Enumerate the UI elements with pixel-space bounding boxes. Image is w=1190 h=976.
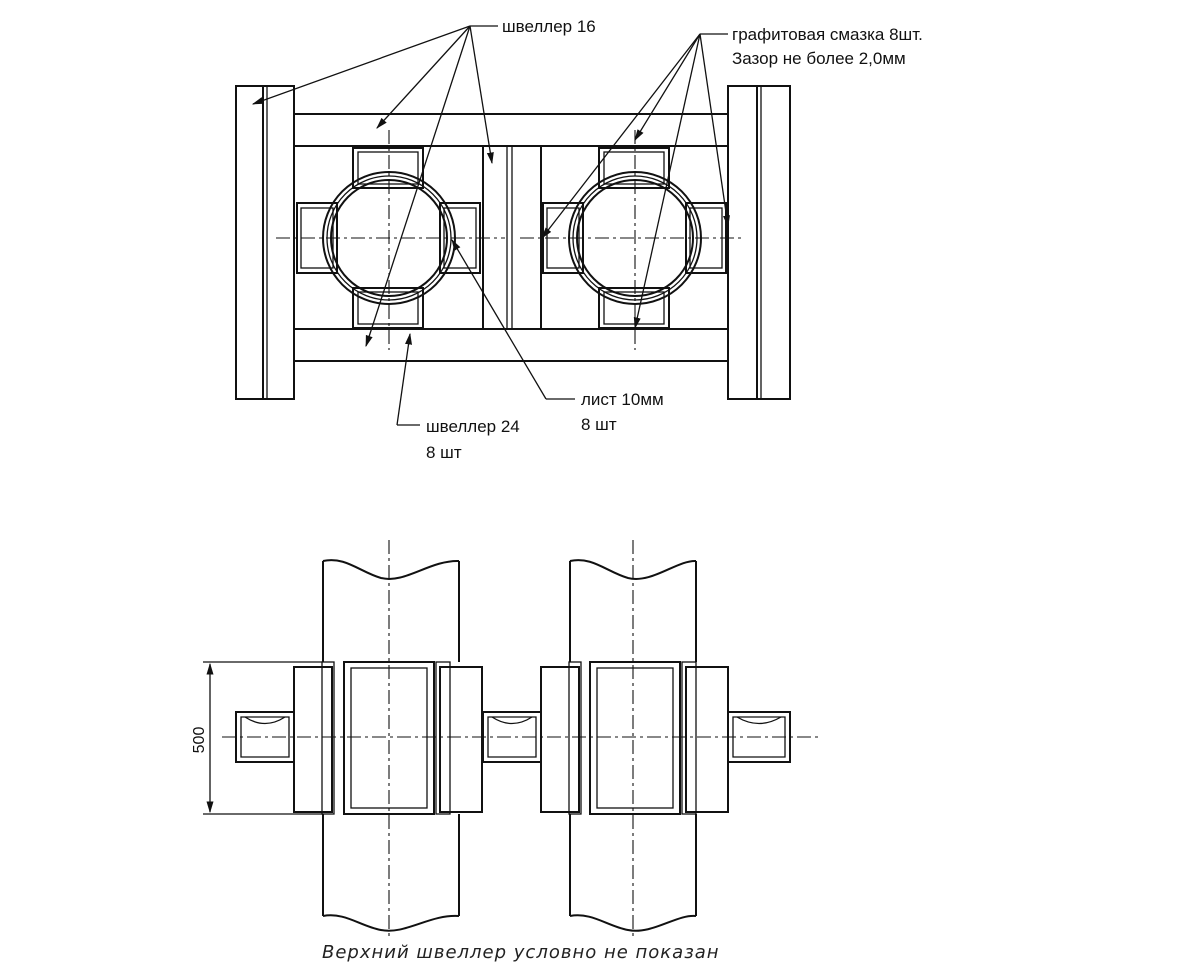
label-sheet-line2: 8 шт	[581, 415, 617, 434]
left-clamp-elevation	[293, 661, 483, 815]
caption: Верхний швеллер условно не показан	[322, 942, 720, 963]
leader-graphite	[541, 33, 730, 330]
top-view: швеллер 16 графитовая смазка 8шт. Зазор …	[235, 17, 923, 462]
label-channel16: швеллер 16	[502, 17, 596, 36]
leader-sheet	[451, 238, 575, 400]
label-channel24-line1: швеллер 24	[426, 417, 520, 436]
leader-channel24	[396, 332, 420, 426]
label-graphite-line2: Зазор не более 2,0мм	[732, 49, 906, 68]
left-vertical-channel	[235, 85, 295, 400]
label-channel24-line2: 8 шт	[426, 443, 462, 462]
label-graphite-line1: графитовая смазка 8шт.	[732, 25, 923, 44]
right-vertical-channel	[727, 85, 791, 400]
right-pipe-elevation	[569, 559, 697, 932]
right-clamp-elevation	[540, 661, 729, 815]
dimension-label: 500	[191, 727, 208, 754]
label-sheet-line1: лист 10мм	[581, 390, 664, 409]
dimension-500	[203, 661, 322, 815]
bottom-view: 500	[191, 540, 822, 940]
bottom-horizontal-channel	[293, 328, 729, 362]
leader-channel16	[251, 25, 498, 348]
top-horizontal-channel	[293, 113, 729, 147]
left-pipe-elevation	[322, 559, 460, 932]
